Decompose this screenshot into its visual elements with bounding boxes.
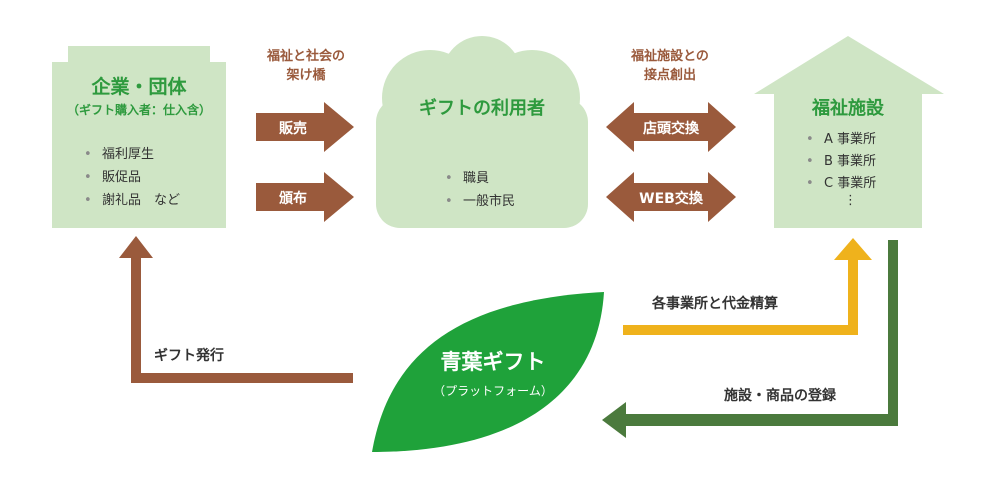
users-item: 一般市民 [445,190,515,213]
sell-arrow-label: 販売 [279,121,307,137]
contact-caption-line1: 福祉施設との [631,49,709,64]
store-exchange-label: 店頭交換 [643,121,699,137]
contact-caption: 福祉施設との 接点創出 [600,47,740,85]
users-cloud-shape [376,36,588,228]
register-flow-label: 施設・商品の登録 [724,388,836,404]
facility-item: B 事業所 [806,151,876,173]
distribute-arrow-label: 頒布 [279,191,307,207]
store-exchange-double-arrow-icon [606,102,736,152]
company-item-list: 福利厚生 販促品 謝礼品 など [84,143,180,212]
web-exchange-label: WEB交換 [639,191,703,207]
bridge-caption-line1: 福祉と社会の [266,49,345,64]
web-exchange-double-arrow-icon [606,172,736,222]
facility-item: A 事業所 [806,129,876,151]
company-item: 福利厚生 [84,143,180,166]
bridge-caption: 福祉と社会の 架け橋 [236,47,376,85]
facility-item-list: A 事業所 B 事業所 C 事業所 [806,129,876,195]
company-item: 販促品 [84,166,180,189]
issue-flow-label: ギフト発行 [154,348,224,364]
facility-more-indicator: ⋮ [844,193,857,208]
platform-subtitle: （プラットフォーム） [433,384,553,398]
distribute-arrow-icon [256,172,354,222]
users-item-list: 職員 一般市民 [445,167,515,213]
leaf-icon [372,292,604,452]
issue-flow-arrow-icon [119,236,353,383]
company-subtitle: （ギフト購入者：仕入含） [66,103,211,117]
facility-item: C 事業所 [806,173,876,195]
users-title: ギフトの利用者 [419,98,545,119]
bridge-caption-line2: 架け橋 [286,68,326,83]
company-item: 謝礼品 など [84,189,180,212]
register-flow-arrow-icon [602,240,898,438]
contact-caption-line2: 接点創出 [643,68,696,83]
platform-title: 青葉ギフト [440,350,546,374]
settle-flow-arrow-icon [623,238,872,335]
settle-flow-label: 各事業所と代金精算 [652,296,778,312]
company-title: 企業・団体 [91,76,187,98]
users-item: 職員 [445,167,515,190]
sell-arrow-icon [256,102,354,152]
facility-title: 福祉施設 [812,98,884,119]
